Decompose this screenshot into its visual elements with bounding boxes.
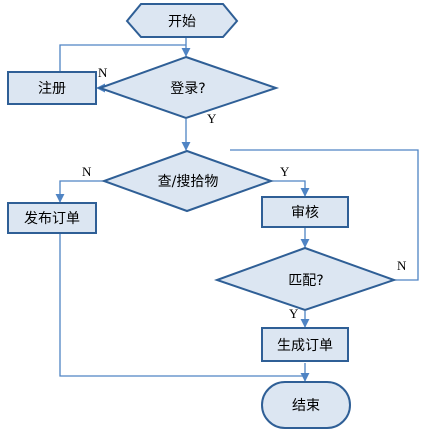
node-publish-label: 发布订单 bbox=[24, 211, 80, 227]
node-publish: 发布订单 bbox=[7, 202, 97, 234]
edge-label-match-no: N bbox=[397, 258, 407, 273]
node-end-label: 结束 bbox=[292, 398, 320, 414]
node-generate-label: 生成订单 bbox=[277, 338, 333, 354]
node-start: 开始 bbox=[125, 3, 239, 38]
edge-register-login bbox=[59, 44, 186, 71]
edge-label-search-yes: Y bbox=[280, 164, 290, 179]
edge-search-publish bbox=[55, 180, 104, 203]
edge-search-review bbox=[271, 180, 310, 197]
edge-label-search-no: N bbox=[82, 164, 92, 179]
node-register: 注册 bbox=[7, 71, 97, 105]
node-end: 结束 bbox=[261, 381, 351, 429]
node-review-label: 审核 bbox=[291, 205, 319, 221]
connectors bbox=[55, 38, 419, 382]
node-match-label: 匹配? bbox=[288, 273, 323, 289]
node-register-label: 注册 bbox=[38, 81, 66, 97]
node-login-label: 登录? bbox=[170, 81, 205, 97]
node-match: 匹配? bbox=[213, 246, 398, 312]
node-search: 查/搜拾物 bbox=[101, 149, 274, 213]
node-search-label: 查/搜拾物 bbox=[158, 174, 219, 190]
edge-label-login-no: N bbox=[98, 65, 108, 80]
edge-publish-end bbox=[59, 233, 305, 377]
edge-match-search bbox=[230, 149, 419, 281]
node-review: 审核 bbox=[261, 196, 349, 228]
node-generate: 生成订单 bbox=[261, 327, 349, 362]
edge-label-match-yes: Y bbox=[289, 306, 299, 321]
node-login: 登录? bbox=[97, 55, 280, 120]
node-start-label: 开始 bbox=[168, 14, 196, 30]
edge-label-login-yes: Y bbox=[207, 111, 217, 126]
